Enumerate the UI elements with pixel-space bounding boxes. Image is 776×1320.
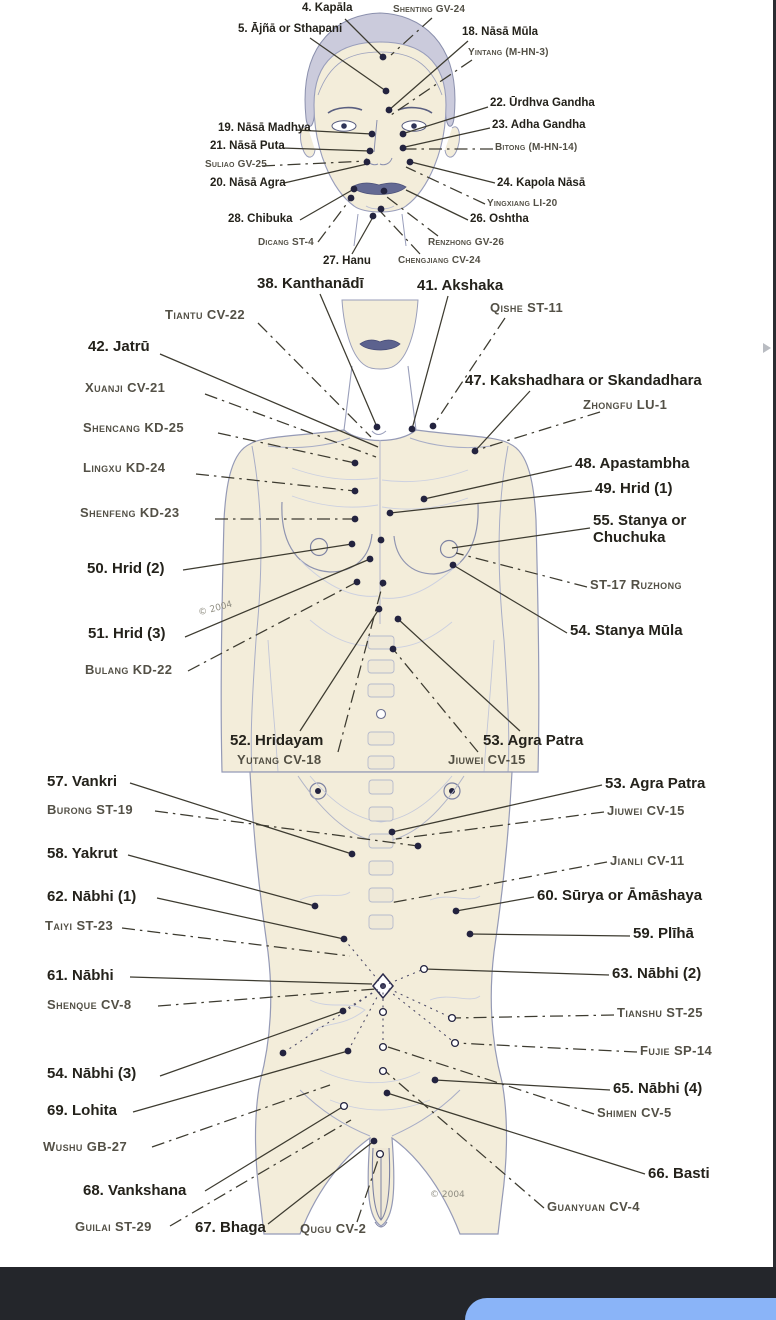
acupoint-label: Guanyuan CV-4 [547, 1199, 640, 1214]
acupoint-label: Zhongfu LU-1 [583, 397, 668, 412]
marma-label: 28. Chibuka [228, 213, 293, 225]
abdomen-figure [249, 771, 513, 1235]
marma-label: 27. Hanu [323, 255, 371, 267]
acupoint-label: Suliao GV-25 [205, 159, 267, 170]
marma-label: 54. Stanya Mūla [570, 622, 683, 639]
marma-label: 49. Hrid (1) [595, 480, 673, 497]
marma-label: 65. Nābhi (4) [613, 1080, 703, 1097]
marma-label: 19. Nāsā Madhya [218, 122, 311, 134]
acupoint-label: Shencang KD-25 [83, 420, 184, 435]
acupoint-label: Lingxu KD-24 [83, 460, 166, 475]
leader-lines-layer [121, 17, 646, 1227]
acupoint-label: Jianli CV-11 [610, 853, 685, 868]
acupoint-label: Renzhong GV-26 [428, 237, 505, 248]
marma-label: 68. Vankshana [83, 1182, 187, 1199]
acupoint-label: Burong ST-19 [47, 802, 133, 817]
marma-label: 66. Basti [648, 1165, 710, 1182]
acupoint-label: ST-17 Ruzhong [590, 577, 682, 592]
marma-label: 41. Akshaka [417, 277, 504, 294]
acupoint-label: Shenque CV-8 [47, 997, 132, 1012]
acupoint-label: Bitong (M-HN-14) [495, 142, 578, 153]
acupoint-label: Shimen CV-5 [597, 1105, 672, 1120]
marma-label: 61. Nābhi [47, 967, 114, 984]
acupoint-label: Dicang ST-4 [258, 237, 314, 248]
marma-label: 22. Ūrdhva Gandha [490, 97, 595, 109]
marma-label: 57. Vankri [47, 773, 118, 790]
acupoint-label: Tiantu CV-22 [165, 307, 245, 322]
marma-label: 60. Sūrya or Āmāshaya [537, 887, 703, 904]
point-markers-layer [279, 53, 479, 1159]
marma-label: 26. Oshtha [470, 213, 529, 225]
acupoint-label: Guilai ST-29 [75, 1219, 152, 1234]
chest-figure [220, 299, 540, 773]
marma-label: 53. Agra Patra [483, 732, 584, 749]
marma-label: 53. Agra Patra [605, 775, 706, 792]
acupoint-label: Jiuwei CV-15 [448, 752, 526, 767]
marma-label: 4. Kapāla [302, 2, 353, 14]
marma-label: 59. Plīhā [633, 925, 694, 942]
marma-label: 48. Apastambha [575, 455, 690, 472]
marma-label: 63. Nābhi (2) [612, 965, 702, 982]
artist-signature: © 2004 [430, 1190, 465, 1200]
marma-label: 21. Nāsā Puta [210, 140, 285, 152]
acupoint-label: Shenting GV-24 [393, 4, 466, 15]
acupoint-label: Yintang (M-HN-3) [468, 47, 549, 58]
marma-label: 54. Nābhi (3) [47, 1065, 137, 1082]
marma-label: 18. Nāsā Mūla [462, 26, 539, 38]
marma-label: 38. Kanthanādī [257, 275, 364, 292]
artist-signature: © 2004 [197, 599, 234, 619]
navel-dotted-lines [282, 938, 456, 1054]
marma-label: 5. Ājñā or Sthapani [238, 23, 343, 35]
acupoint-label: Yingxiang LI-20 [487, 198, 558, 209]
marma-label: 42. Jatrū [88, 338, 150, 355]
acupoint-label: Yutang CV-18 [237, 752, 322, 767]
acupoint-label: Fujie SP-14 [640, 1043, 713, 1058]
acupoint-label: Bulang KD-22 [85, 662, 173, 677]
fab-button[interactable] [465, 1298, 776, 1320]
marma-label: 55. Stanya or Chuchuka [593, 512, 687, 546]
page-indicator-arrow[interactable] [763, 343, 771, 353]
marma-label: 24. Kapola Nāsā [497, 177, 586, 189]
acupoint-label: Qishe ST-11 [490, 300, 564, 315]
marma-label: 51. Hrid (3) [88, 625, 166, 642]
head-figure [300, 12, 460, 247]
marma-label: 62. Nābhi (1) [47, 888, 137, 905]
acupoint-label: Shenfeng KD-23 [80, 505, 180, 520]
marma-label: 47. Kakshadhara or Skandadhara [465, 372, 702, 389]
marma-label: 20. Nāsā Agra [210, 177, 286, 189]
acupoint-label: Qugu CV-2 [300, 1221, 367, 1236]
acupoint-label: Xuanji CV-21 [85, 380, 166, 395]
marma-label: 67. Bhaga [195, 1219, 266, 1236]
acupoint-label: Wushu GB-27 [43, 1139, 128, 1154]
marma-label: 58. Yakrut [47, 845, 118, 862]
marma-label: 52. Hridayam [230, 732, 324, 749]
marma-label: 50. Hrid (2) [87, 560, 165, 577]
acupoint-label: Jiuwei CV-15 [607, 803, 685, 818]
acupoint-label: Tianshu ST-25 [617, 1005, 703, 1020]
marma-label: 69. Lohita [47, 1102, 118, 1119]
acupoint-label: Taiyi ST-23 [45, 918, 114, 933]
acupoint-label: Chengjiang CV-24 [398, 255, 481, 266]
marma-label: 23. Adha Gandha [492, 119, 586, 131]
right-edge-strip [773, 0, 776, 1267]
